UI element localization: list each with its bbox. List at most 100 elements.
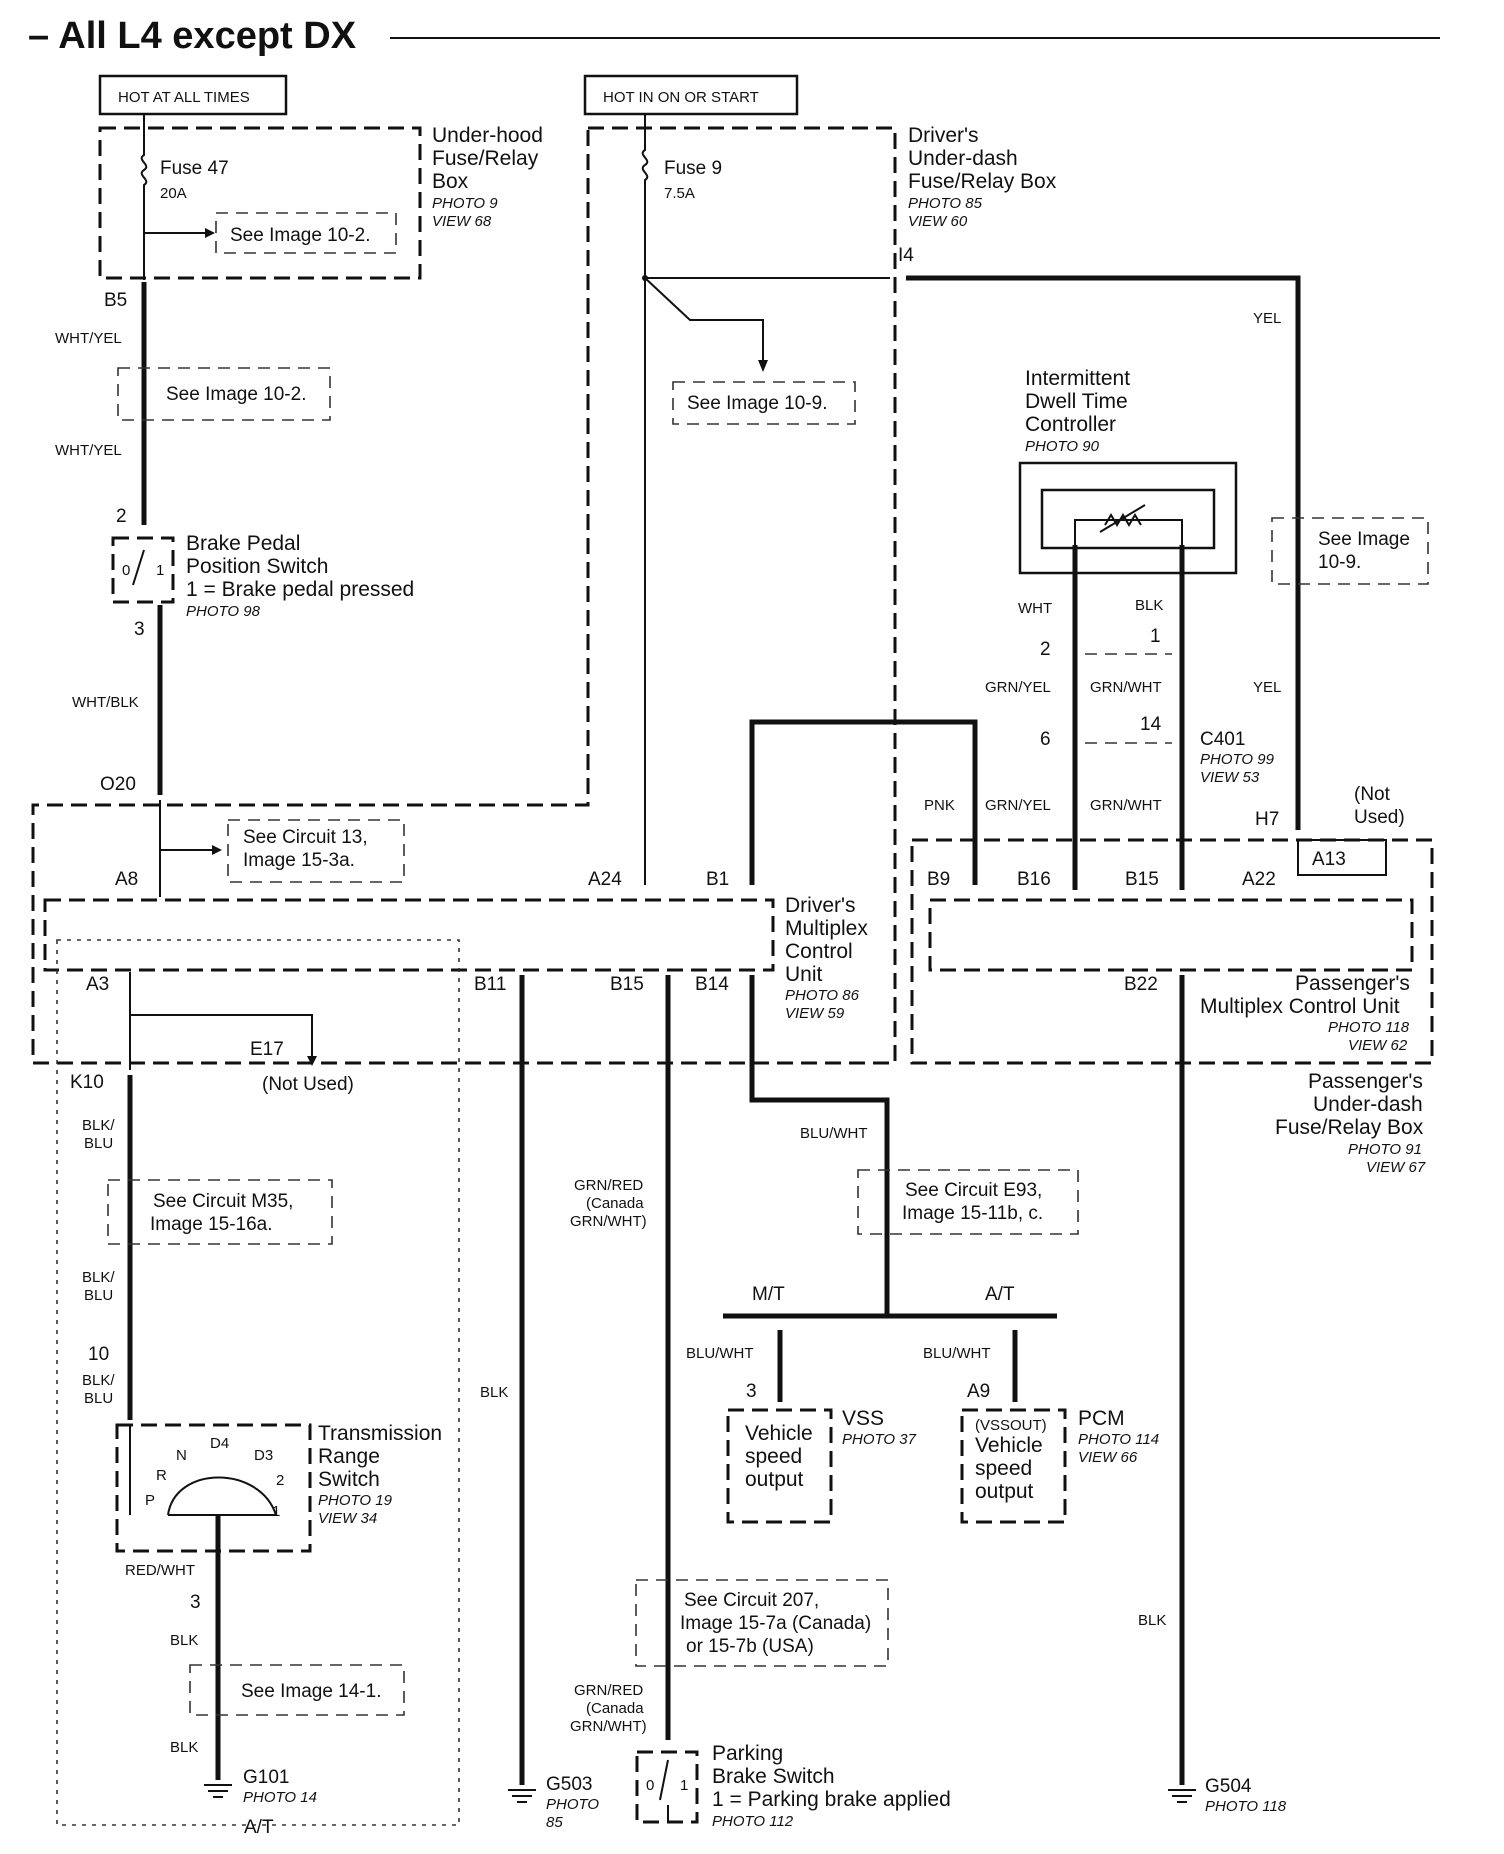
wire-label: BLU/WHT <box>800 1125 868 1142</box>
ref-box <box>857 1169 1079 1235</box>
c401-view: VIEW 53 <box>1200 769 1260 786</box>
wire-e17 <box>130 1014 313 1058</box>
pin-a9: A9 <box>967 1381 990 1402</box>
pcm-output-label: Vehicle <box>975 1434 1043 1457</box>
ref-image-10-2-b: See Image 10-2. <box>166 384 306 405</box>
pin-k10: K10 <box>70 1072 104 1093</box>
wire-label: BLK/ <box>82 1269 115 1286</box>
g101-label: G101 <box>243 1767 289 1788</box>
trs-label: Switch <box>318 1468 380 1491</box>
pin-h7: H7 <box>1255 809 1279 830</box>
wire-label: (Canada <box>586 1195 644 1212</box>
pin-10: 10 <box>88 1344 109 1365</box>
underhood-box-label: Fuse/Relay <box>432 147 539 170</box>
ref-circuit-e93: See Circuit E93, <box>905 1180 1042 1201</box>
ref-circuit-207: or 15-7b (USA) <box>686 1636 814 1657</box>
trs-arc <box>167 1476 277 1516</box>
ref-box <box>227 819 405 883</box>
arrow-head <box>758 360 768 372</box>
idt-label: Controller <box>1025 413 1116 436</box>
pcm-photo: PHOTO 114 <box>1078 1431 1159 1448</box>
wire-label: GRN/WHT) <box>570 1718 647 1735</box>
wire-label: BLK/ <box>82 1372 115 1389</box>
wire-label: WHT/BLK <box>72 694 139 711</box>
pin-b16: B16 <box>1017 869 1051 890</box>
pin-a13: A13 <box>1312 849 1346 870</box>
brake-switch-label: 1 = Brake pedal pressed <box>186 578 414 601</box>
wire-label: GRN/YEL <box>985 797 1051 814</box>
ref-arrow <box>644 277 764 362</box>
ref-circuit-e93: Image 15-11b, c. <box>902 1203 1043 1224</box>
wire-label: BLU/WHT <box>923 1345 991 1362</box>
pass-box-label: Under-dash <box>1313 1093 1423 1116</box>
ref-image-10-9-b: 10-9. <box>1318 552 1361 573</box>
pin-6: 6 <box>1040 729 1051 750</box>
not-used-label: Used) <box>1354 807 1405 828</box>
wire-label: GRN/RED <box>574 1177 643 1194</box>
dmcu-label: Driver's <box>785 894 856 917</box>
ref-image-10-2: See Image 10-2. <box>230 225 370 246</box>
fuse-9-rating: 7.5A <box>664 185 695 202</box>
pin-b1: B1 <box>706 869 729 890</box>
wire-label: BLK/ <box>82 1117 115 1134</box>
ref-box <box>215 212 397 254</box>
underhood-box-label: Box <box>432 170 469 193</box>
parking-switch-photo: PHOTO 112 <box>712 1813 794 1830</box>
not-used-e17: (Not Used) <box>262 1074 354 1095</box>
fuse-47-symbol <box>140 115 148 280</box>
vss-label: VSS <box>842 1407 884 1430</box>
hot-at-all-times-box <box>98 74 288 116</box>
pin-b22: B22 <box>1124 974 1158 995</box>
dmcu-label: Unit <box>785 963 823 986</box>
mt-label: M/T <box>752 1284 785 1305</box>
underhood-box-view: VIEW 68 <box>432 213 492 230</box>
wire-label: WHT <box>1018 600 1052 617</box>
ref-circuit-207: See Circuit 207, <box>684 1590 819 1611</box>
brake-switch-label: Position Switch <box>186 555 328 578</box>
idt-label: Dwell Time <box>1025 390 1128 413</box>
passengers-mcu-box <box>928 898 1414 972</box>
pcm-box <box>960 1408 1067 1524</box>
brake-switch-label: Brake Pedal <box>186 532 300 555</box>
drivers-box-label: Fuse/Relay Box <box>908 170 1057 193</box>
fuse-47-label: Fuse 47 <box>160 158 229 179</box>
pin-b5: B5 <box>104 290 127 311</box>
trs-label: Transmission <box>318 1422 442 1445</box>
ref-box <box>672 381 856 425</box>
ref-circuit-13: Image 15-3a. <box>243 850 355 871</box>
pass-box-view: VIEW 67 <box>1366 1159 1426 1176</box>
arrow-head <box>307 1056 317 1066</box>
wire-label: GRN/WHT <box>1090 797 1162 814</box>
wire-label: GRN/YEL <box>985 679 1051 696</box>
hot-in-on-box <box>583 74 799 116</box>
trs-view: VIEW 34 <box>318 1510 377 1527</box>
underhood-box-label: Under-hood <box>432 124 543 147</box>
variable-arrow <box>1099 504 1146 533</box>
drivers-under-dash-fuse-box <box>31 126 897 1065</box>
g503-photo: PHOTO <box>546 1796 599 1813</box>
pass-box-label: Fuse/Relay Box <box>1275 1116 1424 1139</box>
pin-3: 3 <box>134 619 145 640</box>
trs-2: 2 <box>276 1472 284 1489</box>
pin-b11: B11 <box>474 974 506 995</box>
wire-label: WHT/YEL <box>55 442 122 459</box>
ref-image-10-9: See Image 10-9. <box>687 393 827 414</box>
wire-label: YEL <box>1253 310 1281 327</box>
pin-a13-box <box>1297 839 1387 876</box>
drivers-box-label: Under-dash <box>908 147 1018 170</box>
ref-box <box>1271 517 1429 585</box>
pass-box-photo: PHOTO 91 <box>1348 1141 1422 1158</box>
dmcu-label: Multiplex <box>785 917 868 940</box>
vss-box <box>726 1408 833 1524</box>
ref-box <box>189 1664 405 1716</box>
ref-box <box>107 1179 333 1245</box>
drivers-box-view: VIEW 60 <box>908 213 968 230</box>
g503-photo: 85 <box>546 1814 563 1831</box>
wire-label: GRN/WHT <box>1090 679 1162 696</box>
wire-label: BLU <box>84 1135 113 1152</box>
wire-label: YEL <box>1253 679 1281 696</box>
pcm-vssout: (VSSOUT) <box>975 1417 1047 1434</box>
pcm-output-label: output <box>975 1480 1034 1503</box>
switch-pos-0: 0 <box>646 1777 654 1794</box>
